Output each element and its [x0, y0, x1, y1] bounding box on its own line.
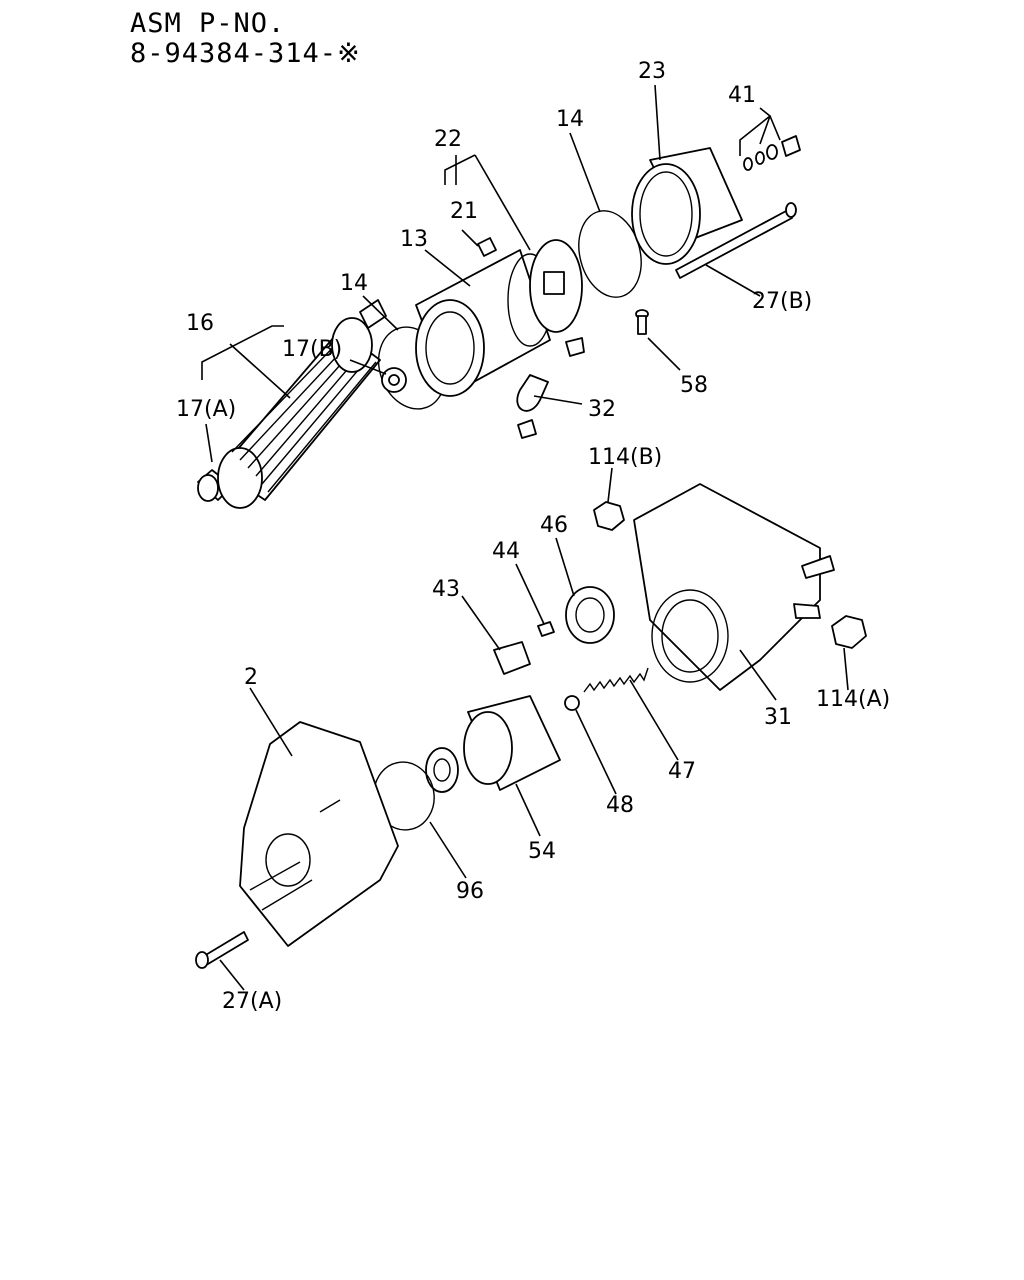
- bolt-part-27a: [195, 931, 249, 969]
- callout-17b: 17(B): [282, 337, 342, 362]
- bearing-17b-part: [381, 367, 407, 393]
- gear-case-part-2: [239, 721, 399, 947]
- nut-washer-set-part-41: [743, 135, 801, 171]
- ball-part-48: [564, 695, 580, 711]
- callout-46: 46: [540, 513, 568, 538]
- callout-114b: 114(B): [588, 445, 662, 470]
- pin-part-44: [537, 621, 555, 637]
- callout-17a: 17(A): [176, 397, 236, 422]
- housing-part-31: [633, 483, 835, 691]
- callout-96: 96: [456, 879, 484, 904]
- nut-part-114b: [593, 501, 625, 531]
- callout-23: 23: [638, 59, 666, 84]
- callout-32: 32: [588, 397, 616, 422]
- callout-41: 41: [728, 83, 756, 108]
- callout-31: 31: [764, 705, 792, 730]
- callout-14-left: 14: [340, 271, 368, 296]
- callout-2: 2: [244, 665, 258, 690]
- brush-holder-part-22: [529, 239, 585, 357]
- callout-27b: 27(B): [752, 289, 812, 314]
- gear-part-46: [565, 586, 615, 644]
- callout-14-right: 14: [556, 107, 584, 132]
- spring-part-47: [583, 667, 649, 693]
- assembly-part-number-label: ASM P-NO.: [130, 8, 285, 39]
- callout-44: 44: [492, 539, 520, 564]
- callout-48: 48: [606, 793, 634, 818]
- callout-13: 13: [400, 227, 428, 252]
- callout-58: 58: [680, 373, 708, 398]
- lead-part-32: [516, 374, 549, 439]
- callout-labels: 2 13 14 14 16 17(A) 17(B) 21 22 23 27(A)…: [176, 59, 890, 1014]
- through-bolt-part-27b: [675, 202, 797, 279]
- screw-part-58: [635, 309, 649, 335]
- callout-114a: 114(A): [816, 687, 890, 712]
- pinion-clutch-part-54: [425, 695, 561, 793]
- callout-47: 47: [668, 759, 696, 784]
- yoke-part: [415, 249, 553, 397]
- callout-54: 54: [528, 839, 556, 864]
- callout-22: 22: [434, 127, 462, 152]
- retainer-part-43: [493, 641, 531, 675]
- callout-21: 21: [450, 199, 478, 224]
- armature-part: [197, 299, 387, 509]
- callout-43: 43: [432, 577, 460, 602]
- rear-cover-part-23: [631, 147, 743, 265]
- callout-27a: 27(A): [222, 989, 282, 1014]
- assembly-part-number: 8-94384-314-※: [130, 38, 361, 69]
- clip-part-21: [477, 237, 497, 257]
- callout-16: 16: [186, 311, 214, 336]
- nut-part-114a: [831, 615, 867, 649]
- leader-lines: [201, 84, 849, 991]
